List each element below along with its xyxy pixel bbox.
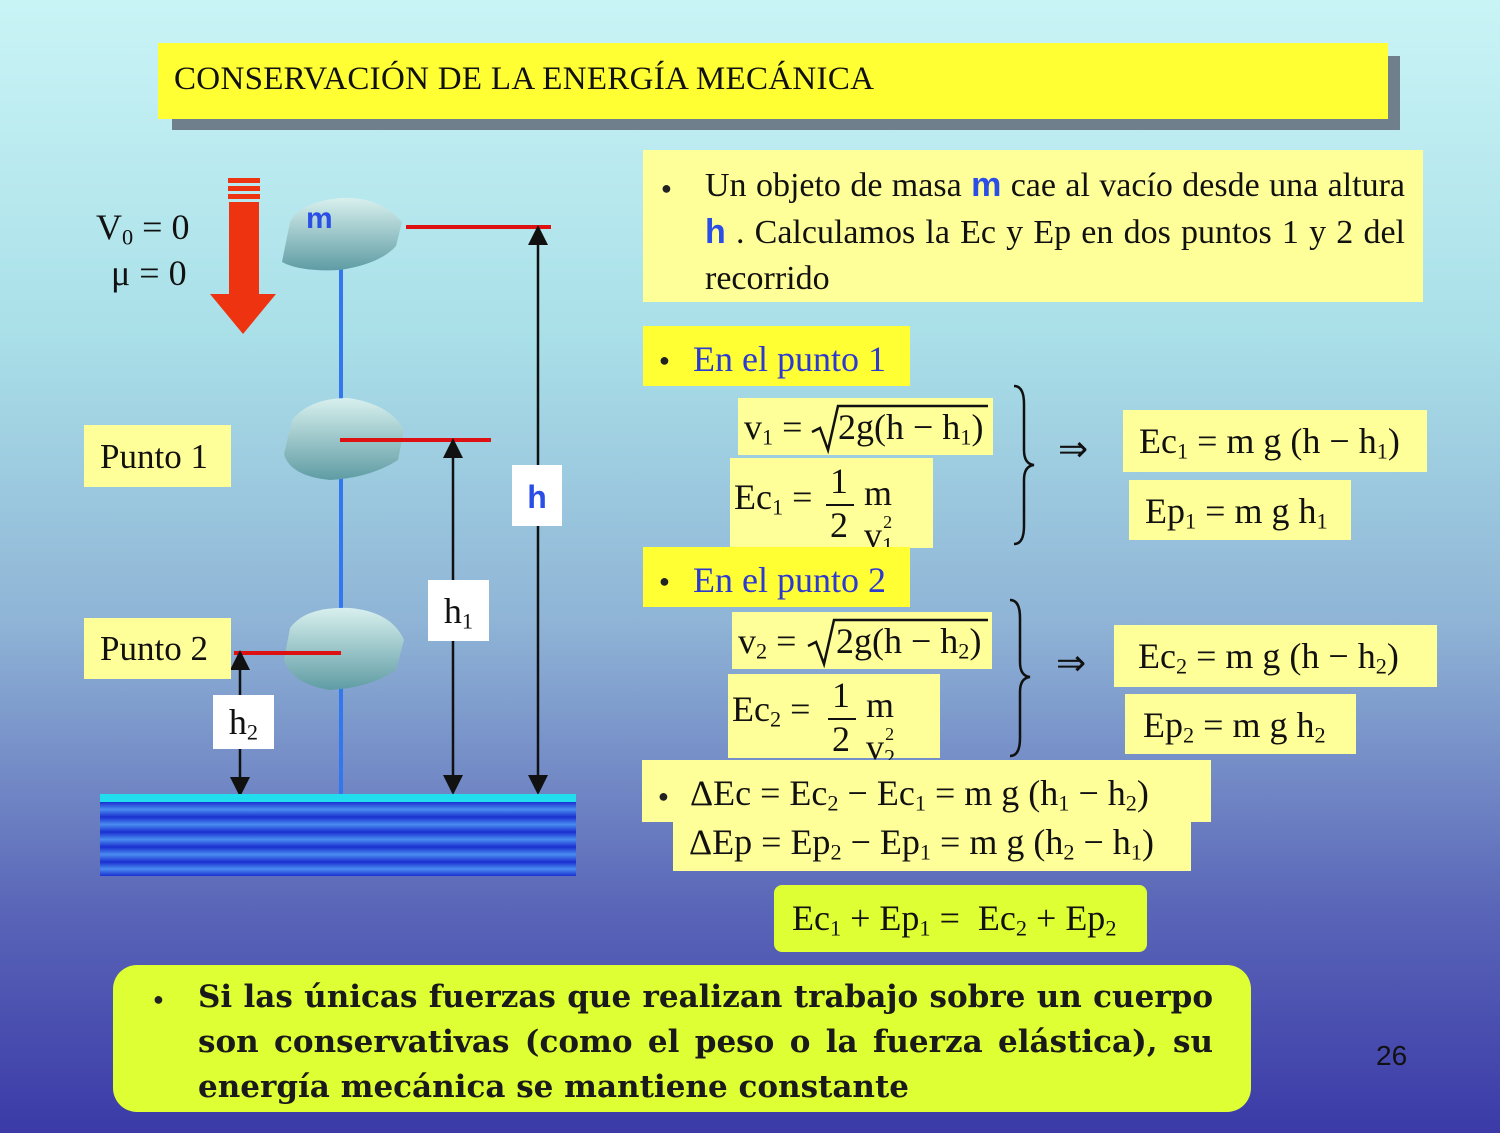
intro-box: ● Un objeto de masa m cae al vacío desde… — [643, 150, 1423, 302]
object-rock-punto2 — [284, 607, 404, 690]
punto1-label: Punto 1 — [84, 425, 231, 487]
point2-heading-box: ● En el punto 2 — [643, 547, 910, 607]
object-rock-top — [282, 197, 402, 271]
ec1-formula: Ec1 = 1 2 m v12 — [730, 458, 933, 558]
conservation-equation: Ec1 + Ep1 = Ec2 + Ep2 — [792, 898, 1117, 941]
falling-object-diagram — [100, 178, 576, 876]
punto2-label: Punto 2 — [84, 618, 231, 679]
page-number: 26 — [1376, 1040, 1408, 1071]
v1-formula: v1 = 2g(h − h1) — [738, 398, 993, 455]
implies-arrow-1: ⇒ — [1058, 429, 1089, 469]
page-title: CONSERVACIÓN DE LA ENERGÍA MECÁNICA — [174, 61, 875, 97]
height-h-label: h — [512, 465, 562, 526]
delta-ec-box: ● ΔEc = Ec2 − Ec1 = m g (h1 − h2) — [642, 760, 1211, 822]
point1-heading: En el punto 1 — [693, 339, 886, 379]
point1-heading-box: ● En el punto 1 — [643, 326, 910, 386]
brace-point2 — [1009, 598, 1031, 758]
conservation-equation-box: Ec1 + Ep1 = Ec2 + Ep2 — [774, 885, 1147, 952]
ep2-result: Ep2 = m g h2 — [1125, 694, 1356, 754]
height-h2-label: h2 — [213, 695, 274, 749]
delta-ep-box: ΔEp = Ep2 − Ep1 = m g (h2 − h1) — [673, 815, 1191, 871]
implies-arrow-2: ⇒ — [1056, 643, 1087, 683]
v2-formula: v2 = 2g(h − h2) — [732, 612, 992, 669]
ec1-result: Ec1 = m g (h − h1) — [1123, 410, 1427, 472]
delta-ep-equation: ΔEp = Ep2 − Ep1 = m g (h2 − h1) — [689, 822, 1154, 865]
title-banner: CONSERVACIÓN DE LA ENERGÍA MECÁNICA — [158, 43, 1388, 119]
ec2-formula: Ec2 = 1 2 m v22 — [728, 674, 940, 770]
falling-direction-arrow — [210, 178, 276, 334]
mass-label: m — [306, 202, 333, 235]
height-h1-label: h1 — [428, 580, 489, 641]
friction-label: μ = 0 — [111, 253, 187, 293]
conclusion-text: Si las únicas fuerzas que realizan traba… — [198, 979, 1213, 1105]
delta-ec-equation: ΔEc = Ec2 − Ec1 = m g (h1 − h2) — [690, 773, 1149, 816]
ec2-result: Ec2 = m g (h − h2) — [1114, 625, 1437, 687]
initial-velocity-label: V0 = 0 — [96, 207, 190, 250]
ep1-result: Ep1 = m g h1 — [1129, 480, 1351, 540]
point2-heading: En el punto 2 — [693, 560, 886, 600]
ground-surface — [100, 794, 576, 802]
brace-point1 — [1013, 384, 1035, 546]
intro-text: Un objeto de masa m cae al vacío desde u… — [705, 166, 1405, 297]
conclusion-box: ● Si las únicas fuerzas que realizan tra… — [113, 965, 1251, 1112]
ground-water — [100, 802, 576, 876]
